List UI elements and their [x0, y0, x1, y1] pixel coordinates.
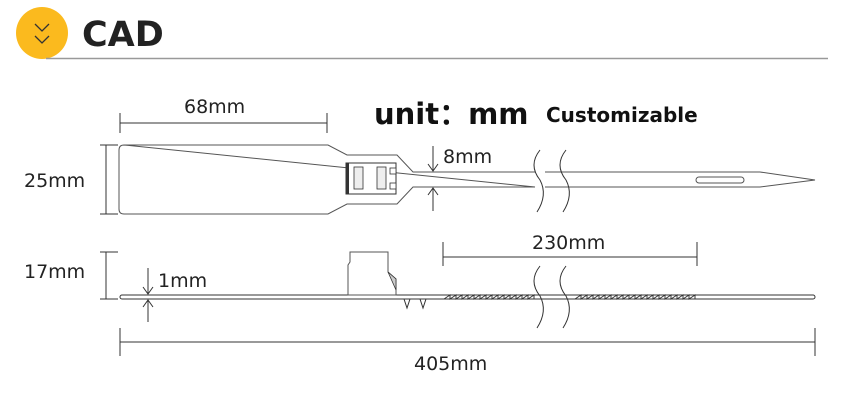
double-chevron-down-icon [16, 7, 68, 59]
customizable-label: Customizable [546, 103, 698, 127]
total-length-label: 405mm [414, 353, 487, 375]
height-label: 17mm [24, 261, 85, 283]
head-width-label: 25mm [24, 170, 85, 192]
strap-length-label: 230mm [532, 232, 605, 254]
strap-width-label: 8mm [443, 146, 492, 168]
thickness-label: 1mm [158, 270, 207, 292]
header: CAD [16, 7, 828, 60]
top-view: 68mm 25mm 8mm [24, 96, 816, 215]
side-view: 17mm 1mm 230mm 405mm [24, 232, 816, 375]
unit-label: unit：mm [374, 97, 529, 131]
head-length-label: 68mm [184, 96, 245, 118]
page-title: CAD [82, 15, 164, 55]
